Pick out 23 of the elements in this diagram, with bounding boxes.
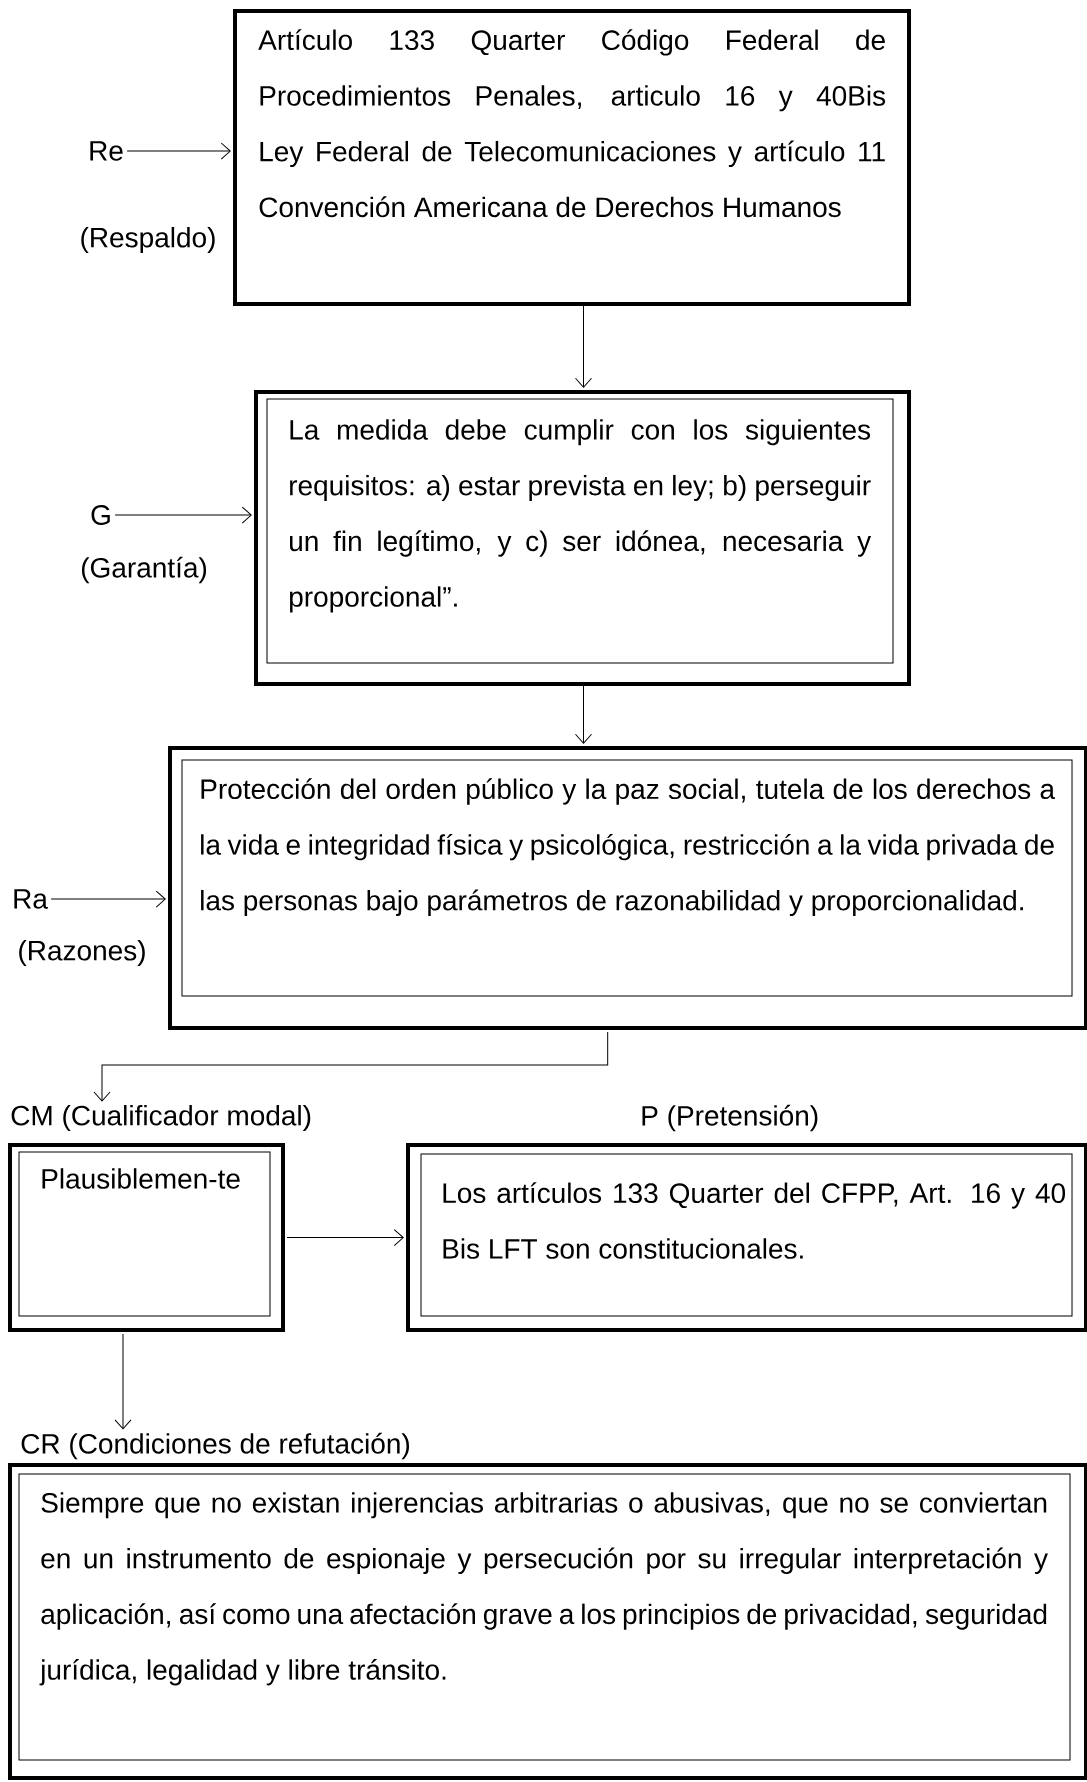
arrow xyxy=(93,1031,609,1102)
node-label: Ra xyxy=(14,889,48,909)
text-box: Plausiblemen-te xyxy=(8,1143,285,1332)
arrow xyxy=(114,1333,132,1430)
node-caption: (Razones) xyxy=(19,940,145,967)
text-box: Los artículos 133 Quarter del CFPP, Art. 16 y 40 Bis LFT son constitucionales. xyxy=(406,1143,1087,1332)
node-caption: (Respaldo) xyxy=(81,226,215,254)
arrow xyxy=(50,890,166,908)
arrow xyxy=(126,142,231,160)
text-box: Protección del orden público y la paz social, tutela de los derechos a la vida e integridad física y psicológica, restricción a la vida privada de las personas bajo parámetros de razonabilidad y proporcionalidad. xyxy=(168,746,1087,1030)
text-box: La medida debe cumplir con los siguientes requisitos: a) estar prevista en ley; b) perseguir un fin legítimo, y c) ser idónea, necesaria y proporcional”. xyxy=(254,390,911,686)
box-heading: CM (Cualificador modal) xyxy=(11,1105,311,1132)
node-label: Re xyxy=(90,141,123,161)
arrow xyxy=(286,1229,404,1246)
text-box: Siempre que no existan injerencias arbitrarias o abusivas, que no se conviertan en un instrumento de espionaje y persecución por su irregular interpretación y aplicación, así como una afectación grave a los principios de privacidad, seguridad jurídica, legalidad y libre tránsito. xyxy=(8,1463,1087,1780)
box-heading: CR (Condiciones de refutación) xyxy=(21,1432,409,1460)
node-label: G xyxy=(91,505,110,525)
arrow xyxy=(575,303,592,388)
arrow xyxy=(575,683,592,744)
node-caption: (Garantía) xyxy=(81,556,207,584)
text-box: Artículo 133 Quarter Código Federal de Procedimientos Penales, articulo 16 y 40Bis Ley Federal de Telecomunicaciones y artículo 11 Convención Americana de Derechos Humanos xyxy=(233,9,911,306)
box-heading: P (Pretensión) xyxy=(642,1104,818,1132)
arrow xyxy=(114,506,252,524)
